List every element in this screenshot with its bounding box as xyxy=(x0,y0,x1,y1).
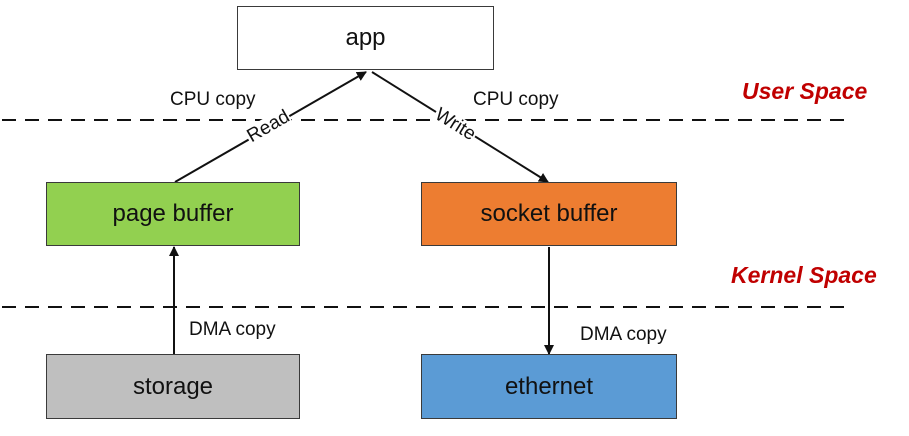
socket-buffer-node-label: socket buffer xyxy=(480,200,618,227)
storage-node-label: storage xyxy=(132,372,214,400)
ethernet-node-label: ethernet xyxy=(504,372,594,400)
kernel-space-label: Kernel Space xyxy=(731,262,877,288)
dma-copy-left-label: DMA copy xyxy=(189,319,276,340)
ethernet-node: ethernet xyxy=(421,354,677,419)
storage-node: storage xyxy=(46,354,300,419)
cpu-copy-right-label: CPU copy xyxy=(473,89,559,110)
socket-buffer-node: socket buffer xyxy=(421,182,677,246)
page-buffer-node: page buffer xyxy=(46,182,300,246)
cpu-copy-left-label: CPU copy xyxy=(170,89,256,110)
app-node-label: app xyxy=(345,24,386,51)
user-space-label: User Space xyxy=(742,78,868,104)
dma-copy-right-label: DMA copy xyxy=(580,324,667,345)
page-buffer-node-label: page buffer xyxy=(112,200,234,227)
app-node: app xyxy=(237,6,494,70)
